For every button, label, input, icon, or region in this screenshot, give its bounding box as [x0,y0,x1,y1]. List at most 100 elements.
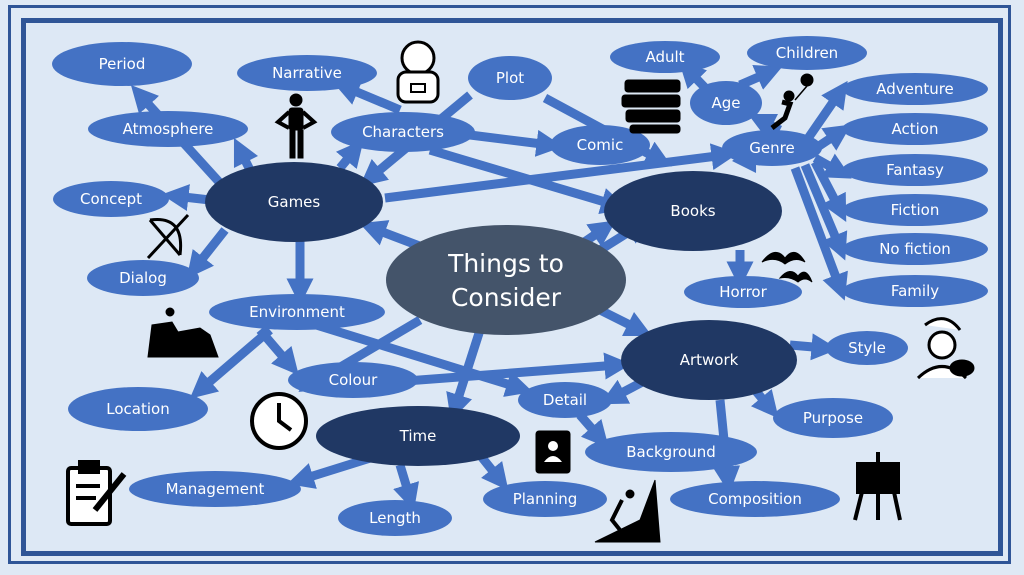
node-label: Environment [249,303,345,321]
node-shape [842,154,988,186]
node-shape [205,162,383,242]
node-length[interactable]: Length [338,500,452,536]
node-label: Fiction [891,201,940,219]
node-shape [209,294,385,330]
node-shape [288,362,418,398]
arrow [332,79,402,115]
node-period[interactable]: Period [52,42,192,86]
node-label: Family [891,282,939,300]
node-label: Adult [645,48,684,66]
node-shape [129,471,301,507]
node-action[interactable]: Action [842,113,988,145]
node-label: Narrative [272,64,342,82]
arrow [189,326,273,399]
node-genre[interactable]: Genre [722,130,822,166]
node-management[interactable]: Management [129,471,301,507]
node-label: Atmosphere [123,120,214,138]
node-label: Colour [329,371,379,389]
node-shape [604,171,782,251]
node-horror[interactable]: Horror [684,276,802,308]
node-age[interactable]: Age [690,81,762,125]
arrow [790,166,848,301]
node-books[interactable]: Books [604,171,782,251]
bats-icon [761,251,813,283]
node-atmosphere[interactable]: Atmosphere [88,111,248,147]
node-shape [621,320,797,400]
child-balloon-icon [770,73,814,130]
bow-arrow-icon [146,213,190,260]
node-shape [826,331,908,365]
node-shape [518,382,612,418]
node-detail[interactable]: Detail [518,382,612,418]
node-label: Location [106,400,169,418]
desert-icon [147,307,219,358]
node-shape [773,398,893,438]
node-fantasy[interactable]: Fantasy [842,154,988,186]
node-label: Composition [708,490,802,508]
mannequin-icon [274,93,318,159]
node-family[interactable]: Family [842,275,988,307]
node-environment[interactable]: Environment [209,294,385,330]
node-label: Artwork [680,351,739,369]
node-adventure[interactable]: Adventure [842,73,988,105]
node-artwork[interactable]: Artwork [621,320,797,400]
node-adult[interactable]: Adult [610,41,720,73]
outer-frame [8,5,1011,564]
node-label: Comic [577,136,624,154]
node-label: Plot [496,69,524,87]
climber-icon [594,479,661,543]
node-nofiction[interactable]: No fiction [842,233,988,265]
node-label: Purpose [803,409,863,427]
astronaut-icon [396,40,440,104]
node-planning[interactable]: Planning [483,481,607,517]
node-time[interactable]: Time [316,406,520,466]
clipboard-icon [66,460,127,526]
node-label: Detail [543,391,587,409]
node-shape [331,112,475,152]
node-children[interactable]: Children [747,36,867,70]
node-shape [468,56,552,100]
node-shape [684,276,802,308]
node-narrative[interactable]: Narrative [237,55,377,91]
node-shape [88,111,248,147]
node-comic[interactable]: Comic [550,125,650,165]
arrow [738,64,783,90]
icons [66,40,975,543]
node-label: Children [776,44,838,62]
arrow [256,327,299,376]
node-shape [585,432,757,472]
node-shape [842,233,988,265]
node-label: Time [399,427,437,445]
node-shape [842,113,988,145]
node-shape [722,130,822,166]
node-plot[interactable]: Plot [468,56,552,100]
easel-icon [853,452,902,521]
node-dialog[interactable]: Dialog [87,260,199,296]
books-icon [621,79,681,134]
node-location[interactable]: Location [68,387,208,431]
node-characters[interactable]: Characters [331,112,475,152]
node-label: Planning [513,490,578,508]
node-shape [53,181,169,217]
node-label: Style [848,339,886,357]
node-shape [842,275,988,307]
node-label: Adventure [876,80,954,98]
node-fiction[interactable]: Fiction [842,194,988,226]
node-shape [52,42,192,86]
node-concept[interactable]: Concept [53,181,169,217]
arrow [379,352,632,388]
node-style[interactable]: Style [826,331,908,365]
node-label: Characters [362,123,444,141]
node-games[interactable]: Games [205,162,383,242]
node-composition[interactable]: Composition [670,481,840,517]
arrow [335,139,364,171]
node-shape [842,194,988,226]
node-purpose[interactable]: Purpose [773,398,893,438]
node-shape [610,41,720,73]
node-background[interactable]: Background [585,432,757,472]
contact-book-icon [535,430,571,474]
node-colour[interactable]: Colour [288,362,418,398]
